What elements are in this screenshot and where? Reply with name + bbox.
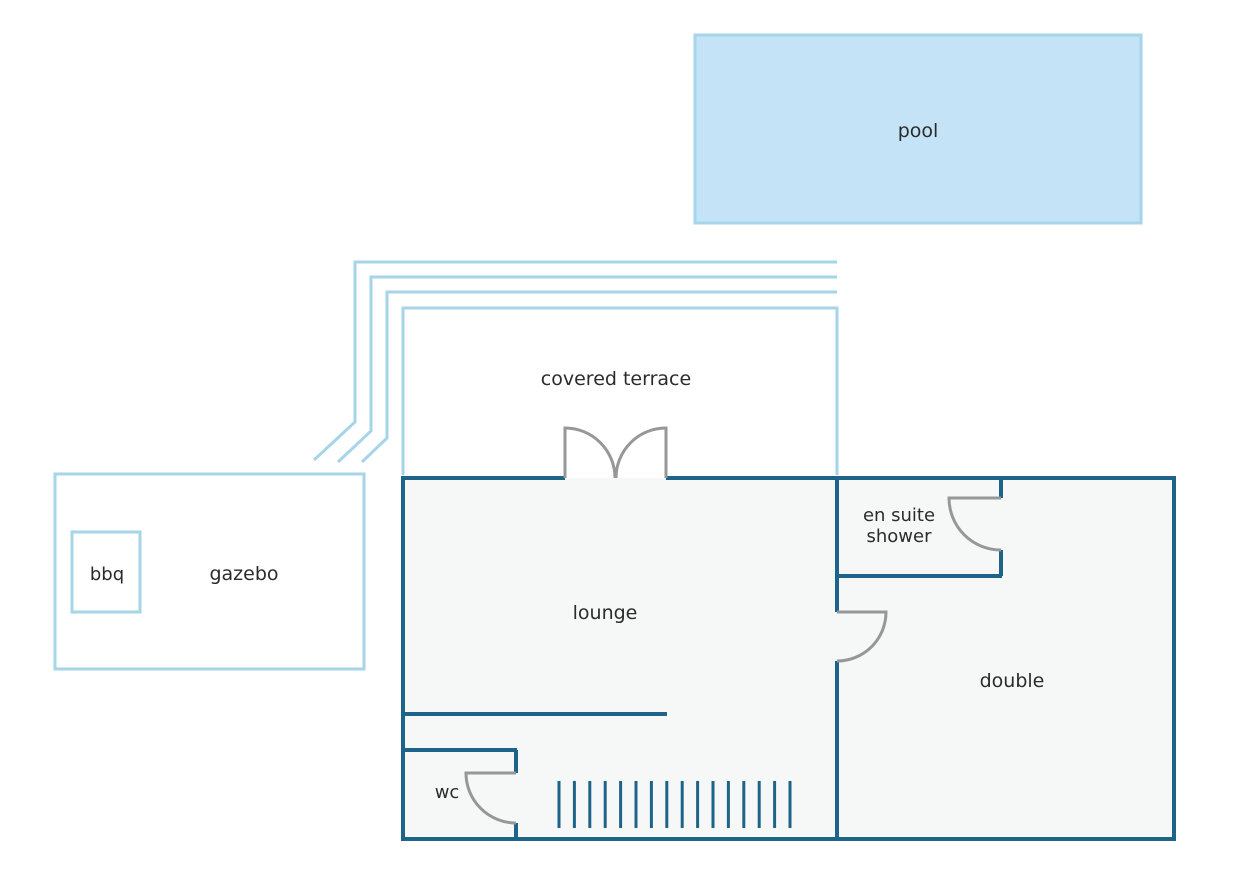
house bbox=[401, 476, 1176, 841]
label-lounge: lounge bbox=[573, 602, 638, 624]
label-gazebo: gazebo bbox=[209, 563, 278, 585]
label-covered-terrace: covered terrace bbox=[541, 368, 691, 390]
label-pool: pool bbox=[898, 120, 939, 142]
pool bbox=[693, 33, 1143, 225]
label-shower: shower bbox=[867, 526, 933, 547]
step-line-3 bbox=[312, 260, 837, 462]
label-double: double bbox=[980, 670, 1045, 692]
label-bbq: bbq bbox=[90, 564, 124, 585]
covered-terrace-outline bbox=[401, 306, 839, 475]
doors bbox=[464, 426, 1002, 825]
label-en-suite: en suite bbox=[863, 505, 935, 526]
house-interior bbox=[403, 478, 1174, 839]
terrace-door-left bbox=[563, 426, 617, 479]
step-line-1 bbox=[360, 290, 837, 464]
bbq bbox=[70, 530, 142, 614]
double-bedroom-door bbox=[836, 610, 888, 663]
step-line-2 bbox=[336, 275, 837, 464]
terrace-steps bbox=[312, 260, 837, 464]
stairs bbox=[557, 781, 792, 828]
room-labels: pool covered terrace en suite shower lou… bbox=[90, 120, 1045, 803]
terrace-door-right bbox=[614, 426, 668, 479]
outdoor-areas bbox=[53, 33, 1143, 671]
label-wc: wc bbox=[435, 782, 460, 803]
exterior-wall bbox=[401, 476, 1176, 841]
en-suite-door bbox=[947, 496, 1002, 552]
wc-door bbox=[464, 771, 517, 825]
